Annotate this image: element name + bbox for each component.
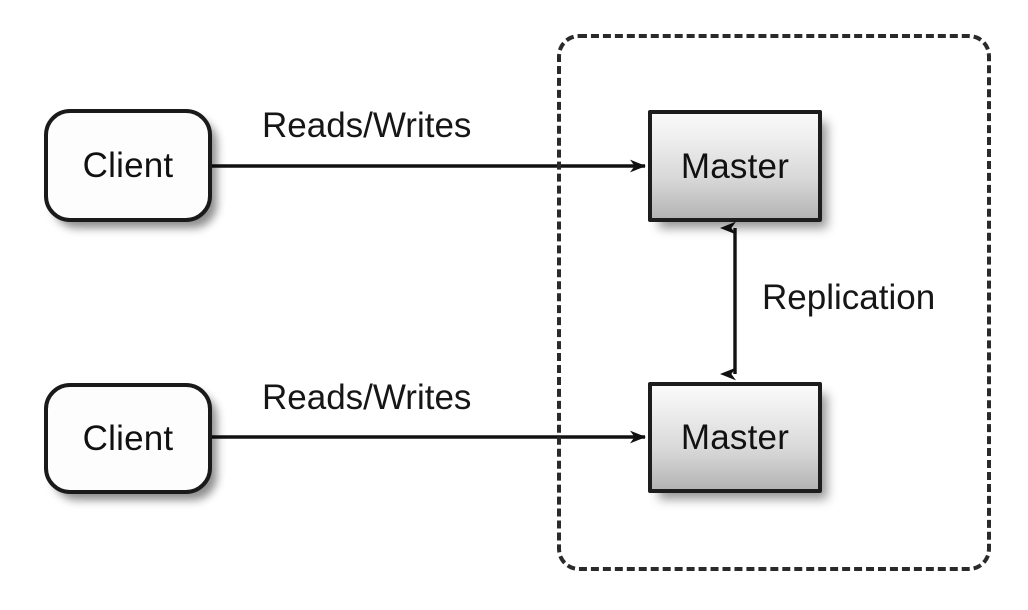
node-master-bottom[interactable]: Master	[648, 382, 822, 493]
node-master-top[interactable]: Master	[648, 110, 822, 222]
edge-label-replication: Replication	[762, 278, 936, 317]
node-client-bottom[interactable]: Client	[44, 383, 212, 494]
node-master-bottom-label: Master	[680, 418, 790, 457]
node-master-top-label: Master	[680, 146, 790, 186]
edge-label-reads-writes-top: Reads/Writes	[262, 106, 472, 145]
node-client-bottom-label: Client	[82, 419, 174, 458]
node-client-top[interactable]: Client	[44, 109, 212, 222]
node-client-top-label: Client	[82, 146, 174, 185]
edge-label-reads-writes-bottom: Reads/Writes	[262, 378, 472, 417]
